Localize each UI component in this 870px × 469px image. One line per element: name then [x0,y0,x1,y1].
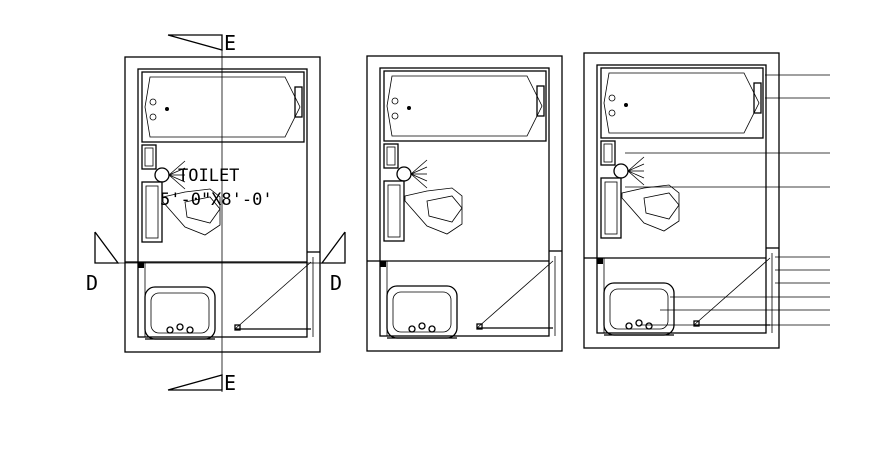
door [138,261,312,331]
bathtub [141,71,305,143]
toilet-fixture [404,187,463,235]
floor-drain [613,156,645,186]
door [597,257,771,327]
cabinet [141,144,157,170]
walls [583,52,780,349]
cabinet [383,143,399,169]
callout-plan [583,52,780,349]
bathtub [600,67,764,139]
annotated-plan [124,56,321,353]
floor-drain [396,159,428,189]
section-mark-d-right: D [330,271,342,295]
door [380,260,554,330]
wash-basin [144,286,216,340]
toilet-fixture [621,184,680,232]
section-e-line [167,34,223,392]
shelf [141,181,163,243]
section-mark-e-bottom: E [224,371,236,395]
section-d-line [94,231,346,264]
shelf [383,180,405,242]
shelf [600,177,622,239]
room-label: TOILET [178,166,239,186]
cabinet [600,140,616,166]
walls [124,56,321,353]
section-mark-e-top: E [224,31,236,55]
room-size: 5'-0"X8'-0' [160,190,273,210]
plain-plan [366,55,563,352]
walls [366,55,563,352]
section-mark-d-left: D [86,271,98,295]
floor-drain [154,160,186,190]
bathtub [383,70,547,142]
toilet-fixture [162,188,221,236]
wash-basin [603,282,675,336]
wash-basin [386,285,458,339]
callout-leaders [625,74,830,326]
